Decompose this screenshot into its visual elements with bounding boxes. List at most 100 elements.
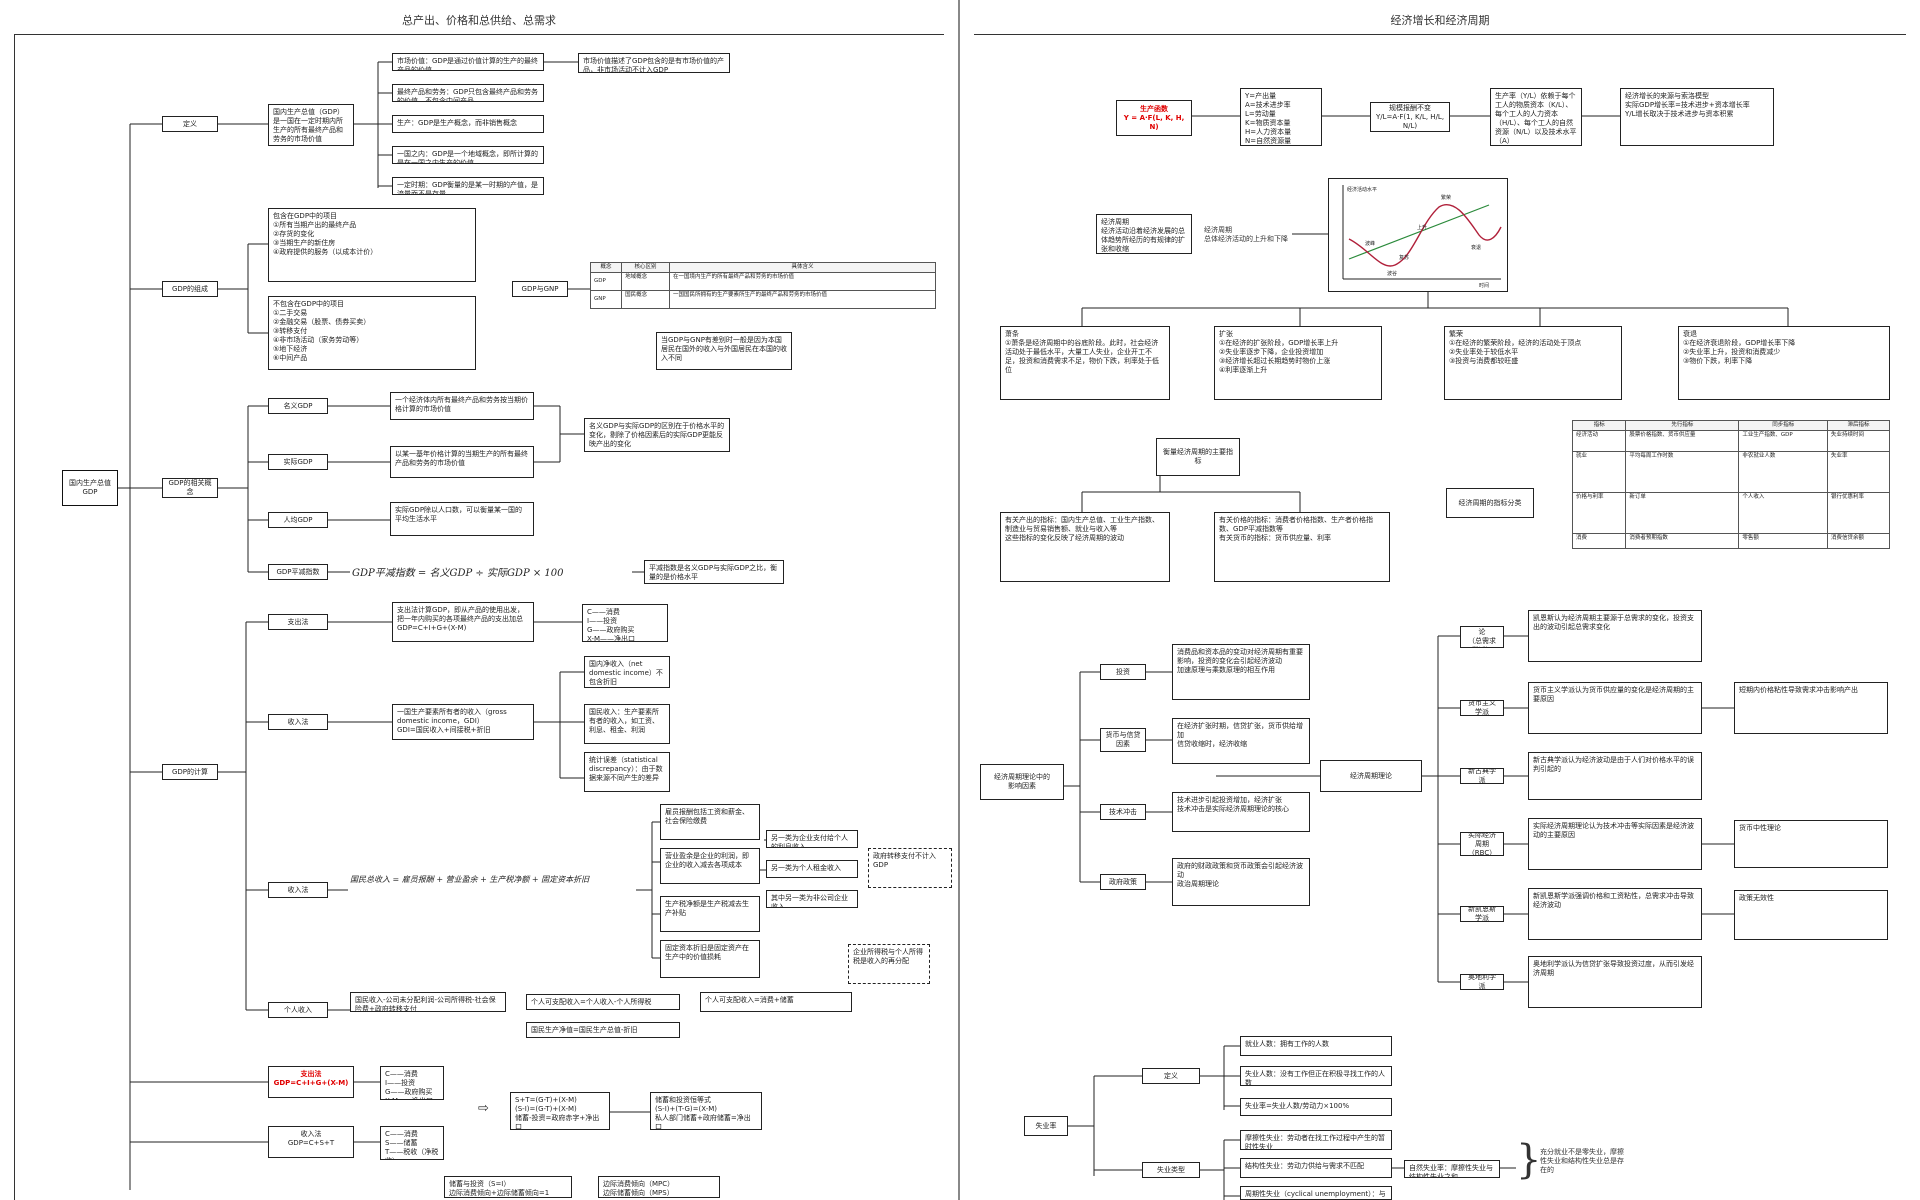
per-capita-gdp-node[interactable]: 人均GDP (268, 512, 328, 528)
cause-government-policy[interactable]: 政府政策 (1100, 874, 1146, 890)
table-header-cell: 指标 (1571, 420, 1627, 431)
cause-money-credit[interactable]: 货币与信贷 因素 (1100, 728, 1146, 752)
cycle-theory-node[interactable]: 经济周期理论 (1320, 760, 1422, 792)
theory-neoclassical[interactable]: 新古典学派 (1460, 768, 1504, 784)
unemployment-note: 充分就业不是零失业，摩擦性失业和结构性失业总是存在的 (1540, 1148, 1624, 1174)
income-note-transfer: 政府转移支付不计入GDP (868, 848, 952, 888)
theory-austrian[interactable]: 奥地利学派 (1460, 974, 1504, 990)
table-header-cell: 同步指标 (1738, 420, 1829, 431)
identity-savings-equation: S+T=(G-T)+(X-M) (S-I)=(G-T)+(X-M) 储蓄-投资=… (510, 1092, 610, 1130)
business-cycle-def: 经济周期 经济活动沿着经济发展的总体趋势所经历的有规律的扩张和收缩 (1096, 214, 1192, 254)
def-point-territory: 一国之内：GDP是一个地域概念，即所计算的是在一国之内生产的价值 (392, 146, 544, 164)
theory-note-price-stickiness: 短期内价格粘性导致需求冲击影响产出 (1734, 682, 1888, 734)
gdp-gnp-note: 当GDP与GNP有差别时一般是因为本国居民在国外的收入与外国居民在本国的收入不同 (656, 332, 792, 370)
table-cell: 失业持续时间 (1827, 430, 1890, 452)
expenditure-method-node[interactable]: 支出法 (268, 614, 328, 630)
cycle-label: 波峰 (1365, 240, 1375, 247)
gdp-deflator-formula: GDP平减指数 = 名义GDP ÷ 实际GDP × 100 (352, 568, 564, 579)
cause-money-desc: 在经济扩张时期，信贷扩张，货币供给增加 信贷收缩时，经济收缩 (1172, 718, 1310, 764)
theory-rbc[interactable]: 实际经济周期 （RBC） (1460, 832, 1504, 856)
cause-investment[interactable]: 投资 (1100, 664, 1146, 680)
personal-income-formula: 国民收入-公司未分配利润-公司所得税-社会保险费+政府转移支付 (350, 992, 506, 1012)
identity-expenditure-node[interactable]: 支出法 GDP=C+I+G+(X-M) (268, 1066, 354, 1098)
cycle-y-label: 经济活动水平 (1347, 186, 1377, 193)
composition-node[interactable]: GDP的组成 (162, 281, 218, 297)
production-function-node[interactable]: 生产函数 Y = A·F(L, K, H, N) (1116, 100, 1192, 136)
table-cell: 零售额 (1738, 533, 1829, 549)
table-cell: 平均每周工作时数 (1625, 451, 1740, 493)
table-cell: 个人收入 (1738, 492, 1829, 534)
table-header-cell: 先行指标 (1625, 420, 1740, 431)
business-cycle-chart: 波峰 波谷 上升 衰退 复苏 繁荣 时间 经济活动水平 (1328, 178, 1508, 292)
table-cell: 一国国民所拥有的生产要素所生产的最终产品和劳务的市场价值 (669, 290, 936, 309)
cycle-x-label: 时间 (1479, 282, 1489, 289)
unemp-type-structural: 结构性失业：劳动力供给与需求不匹配 (1240, 1158, 1392, 1178)
concepts-node[interactable]: GDP的相关概念 (162, 478, 218, 498)
income-method-desc: 一国生产要素所有者的收入（gross domestic income，GDI） … (392, 704, 534, 740)
table-row: 经济活动 股票价格指数、货币供应量 工业生产指数、GDP 失业持续时间 (1571, 430, 1890, 452)
measure-output-indicators: 有关产出的指标：国内生产总值、工业生产指数、制造业与贸易销售额、就业与收入等 这… (1000, 512, 1170, 582)
unemployment-type-node[interactable]: 失业类型 (1142, 1162, 1200, 1178)
income-method-node[interactable]: 收入法 (268, 714, 328, 730)
real-gdp-desc: 以某一基年价格计算的当期生产的所有最终产品和劳务的市场价值 (390, 446, 534, 478)
cycle-trend-line (1348, 204, 1490, 260)
identity-income-items: C——消费 S——储蓄 T——税收（净税收） (380, 1126, 444, 1160)
table-row: 价格与利率 新订单 个人收入 银行优惠利率 (1571, 492, 1890, 534)
table-header-cell: 核心区别 (621, 262, 671, 273)
cycle-measure-node[interactable]: 衡量经济周期的主要指标 (1156, 438, 1240, 476)
right-panel-title: 经济增长和经济周期 (1390, 14, 1490, 27)
natural-unemployment-box: 自然失业率：摩擦性失业与结构性失业之和 (1404, 1160, 1500, 1178)
gdp-gnp-node[interactable]: GDP与GNP (512, 281, 568, 297)
real-gdp-node[interactable]: 实际GDP (268, 454, 328, 470)
income-sum-node[interactable]: 收入法 (268, 882, 328, 898)
indicator-classification-node[interactable]: 经济周期的指标分类 (1446, 488, 1534, 518)
theory-keynes[interactable]: 凯恩斯理论 （总需求学派） (1460, 626, 1504, 648)
indicator-table: 指标 先行指标 同步指标 滞后指标 经济活动 股票价格指数、货币供应量 工业生产… (1571, 420, 1890, 549)
theory-new-keynesian-desc: 新凯恩斯学派强调价格和工资粘性，总需求冲击导致经济波动 (1528, 888, 1702, 940)
theory-monetarist-desc: 货币主义学派认为货币供应量的变化是经济周期的主要原因 (1528, 682, 1702, 734)
gdp-deflator-node[interactable]: GDP平减指数 (268, 564, 328, 580)
table-row: GDP 地域概念 在一国境内生产的所有最终产品和劳务的市场价值 (589, 272, 936, 291)
indicator-table-header: 指标 先行指标 同步指标 滞后指标 (1571, 420, 1890, 431)
table-cell: 非农就业人数 (1738, 451, 1829, 493)
nominal-gdp-node[interactable]: 名义GDP (268, 398, 328, 414)
cycle-causes-node[interactable]: 经济周期理论中的 影响因素 (980, 764, 1064, 800)
cause-policy-desc: 政府的财政政策和货币政策会引起经济波动 政治周期理论 (1172, 858, 1310, 906)
definition-node[interactable]: 定义 (162, 116, 218, 132)
cycle-chart-svg: 波峰 波谷 上升 衰退 复苏 繁荣 时间 经济活动水平 (1342, 185, 1502, 289)
theory-keynes-desc: 凯恩斯认为经济周期主要源于总需求的变化，投资支出的波动引起总需求变化 (1528, 610, 1702, 662)
phase-recession: 衰退 ①在经济衰退阶段，GDP增长率下降 ②失业率上升，投资和消费减少 ③物价下… (1678, 326, 1890, 400)
theory-note-policy-ineffective: 政策无效性 (1734, 890, 1888, 940)
identity-expenditure-items: C——消费 I——投资 G——政府购买 X-M——净出口 (380, 1066, 444, 1100)
table-cell: 在一国境内生产的所有最终产品和劳务的市场价值 (669, 272, 936, 291)
table-cell: 消费者预期指数 (1625, 533, 1740, 549)
per-capita-gdp-desc: 实际GDP除以人口数，可以衡量某一国的平均生活水平 (390, 502, 534, 536)
def-point-production: 生产：GDP是生产概念，而非销售概念 (392, 115, 544, 133)
constant-returns-box: 规模报酬不变 Y/L=A·F(1, K/L, H/L, N/L) (1370, 102, 1450, 132)
unemployment-node[interactable]: 失业率 (1024, 1116, 1068, 1136)
business-cycle-arrow-label: 经济周期 总体经济活动的上升和下降 (1204, 226, 1288, 243)
income-sub-proprietor: 其中另一类为非公司企业收入 (766, 890, 858, 908)
phase-depression: 萧条 ①萧条是经济周期中的谷底阶段。此时，社会经济活动处于最低水平，大量工人失业… (1000, 326, 1170, 400)
table-cell: GDP (589, 272, 623, 291)
gdp-accounting-node[interactable]: GDP的计算 (162, 764, 218, 780)
expenditure-desc: 支出法计算GDP，即从产品的使用出发，把一年内购买的各项最终产品的支出加总 GD… (392, 602, 534, 642)
disposable-income-node[interactable]: 个人收入 (268, 1002, 328, 1018)
gdp-definition-box: 国内生产总值（GDP）是一国在一定时期内所生产的所有最终产品和劳务的市场价值 (268, 104, 354, 146)
savings-investment-box: 储蓄与投资（S=I） 边际消费倾向+边际储蓄倾向=1 (444, 1176, 572, 1198)
gdp-root-node[interactable]: 国内生产总值 GDP (62, 470, 118, 506)
theory-new-keynesian[interactable]: 新凯恩斯学派 (1460, 906, 1504, 922)
table-cell: 消费信贷余额 (1827, 533, 1890, 549)
cause-tech-shock[interactable]: 技术冲击 (1100, 804, 1146, 820)
unemployment-definition-node[interactable]: 定义 (1142, 1068, 1200, 1084)
table-cell: GNP (589, 290, 623, 309)
income-item-compensation: 雇员报酬包括工资和薪金、社会保险缴费 (660, 804, 760, 840)
cause-tech-desc: 技术进步引起投资增加，经济扩张 技术冲击是实际经济周期理论的核心 (1172, 792, 1310, 832)
table-cell: 新订单 (1625, 492, 1740, 534)
left-panel-title: 总产出、价格和总供给、总需求 (402, 14, 556, 27)
identity-income-node[interactable]: 收入法 GDP=C+S+T (268, 1126, 354, 1158)
table-cell: 消费 (1571, 533, 1627, 549)
unemp-def-unemployed: 失业人数：没有工作但正在积极寻找工作的人数 (1240, 1066, 1392, 1086)
theory-monetarist[interactable]: 货币主义学派 (1460, 700, 1504, 716)
